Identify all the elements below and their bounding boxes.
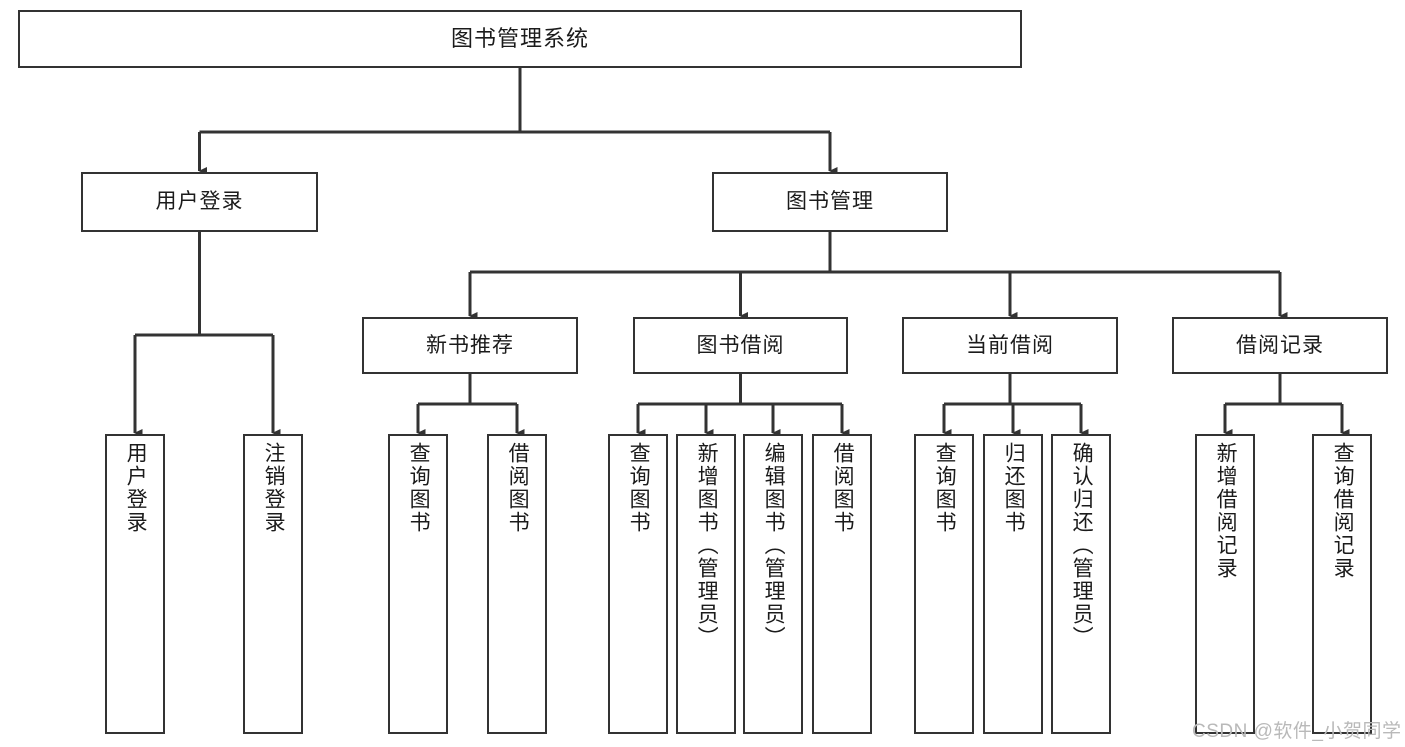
node-leaf-return-book[interactable]: 归还图书 <box>983 434 1043 734</box>
node-new-book-recommend[interactable]: 新书推荐 <box>362 317 578 374</box>
node-label-user-login: 用户登录 <box>155 190 244 214</box>
node-label-leaf-query-borrow-record: 查询借阅记录 <box>1331 442 1355 580</box>
node-leaf-query-book-3[interactable]: 查询图书 <box>914 434 974 734</box>
node-leaf-edit-book-admin[interactable]: 编辑图书（管理员） <box>743 434 803 734</box>
node-current-borrow[interactable]: 当前借阅 <box>902 317 1118 374</box>
node-label-leaf-query-book-3: 查询图书 <box>933 442 957 534</box>
node-leaf-query-book-1[interactable]: 查询图书 <box>388 434 448 734</box>
node-leaf-query-borrow-record[interactable]: 查询借阅记录 <box>1312 434 1372 734</box>
node-label-root: 图书管理系统 <box>450 25 589 51</box>
node-borrow-record[interactable]: 借阅记录 <box>1172 317 1388 374</box>
node-label-current-borrow: 当前借阅 <box>966 333 1054 357</box>
node-label-borrow-record: 借阅记录 <box>1236 333 1324 357</box>
node-label-leaf-user-login: 用户登录 <box>124 442 148 534</box>
node-label-leaf-logout: 注销登录 <box>262 442 286 534</box>
node-leaf-add-book-admin[interactable]: 新增图书（管理员） <box>676 434 736 734</box>
node-book-borrow[interactable]: 图书借阅 <box>633 317 848 374</box>
node-label-book-borrow: 图书借阅 <box>696 333 785 357</box>
node-label-leaf-borrow-book-1: 借阅图书 <box>506 442 530 534</box>
node-root[interactable]: 图书管理系统 <box>18 10 1022 68</box>
node-user-login[interactable]: 用户登录 <box>81 172 318 232</box>
node-label-leaf-add-borrow-record: 新增借阅记录 <box>1214 442 1238 580</box>
node-leaf-confirm-return-admin[interactable]: 确认归还（管理员） <box>1051 434 1111 734</box>
node-label-new-book-recommend: 新书推荐 <box>426 333 514 357</box>
node-label-book-management: 图书管理 <box>786 190 874 214</box>
node-label-leaf-query-book-2: 查询图书 <box>627 442 651 534</box>
node-label-leaf-query-book-1: 查询图书 <box>407 442 431 534</box>
node-label-leaf-edit-book-admin: 编辑图书（管理员） <box>762 442 786 649</box>
node-label-leaf-return-book: 归还图书 <box>1002 442 1026 534</box>
node-label-leaf-borrow-book-2: 借阅图书 <box>831 442 855 534</box>
node-book-management[interactable]: 图书管理 <box>712 172 948 232</box>
node-leaf-user-login[interactable]: 用户登录 <box>105 434 165 734</box>
node-leaf-add-borrow-record[interactable]: 新增借阅记录 <box>1195 434 1255 734</box>
node-leaf-borrow-book-1[interactable]: 借阅图书 <box>487 434 547 734</box>
connector-group <box>133 68 1350 438</box>
node-leaf-borrow-book-2[interactable]: 借阅图书 <box>812 434 872 734</box>
node-leaf-query-book-2[interactable]: 查询图书 <box>608 434 668 734</box>
node-label-leaf-add-book-admin: 新增图书（管理员） <box>695 442 719 649</box>
node-label-leaf-confirm-return-admin: 确认归还（管理员） <box>1070 442 1094 649</box>
node-leaf-logout[interactable]: 注销登录 <box>243 434 303 734</box>
